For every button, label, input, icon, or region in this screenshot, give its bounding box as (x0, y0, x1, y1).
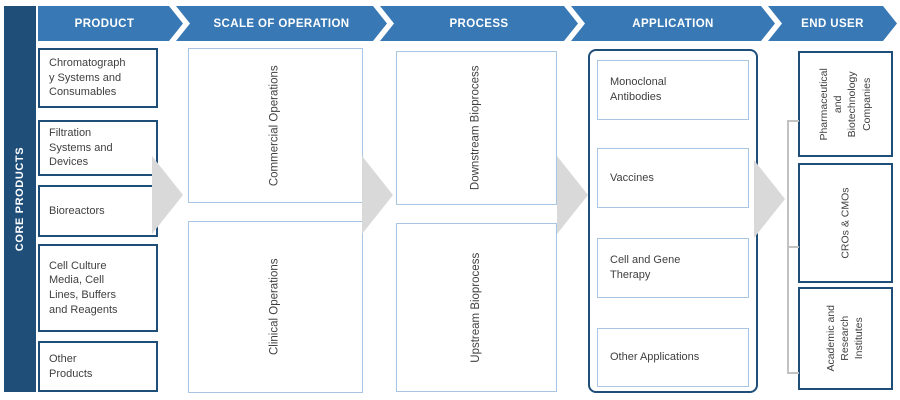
scale-box-clinical-operations: Clinical Operations (188, 221, 363, 393)
application-box-other-applications-label: Other Applications (610, 351, 700, 364)
end-user-box-pharma-biotech-label: Pharmaceutical and Biotechnology Compani… (818, 67, 873, 141)
end-user-bracket-stub-bottom (789, 372, 799, 374)
product-box-cell-culture-media-label: Cell Culture Media, Cell Lines, Buffers … (49, 259, 118, 316)
end-user-bracket-stub-top (789, 120, 799, 122)
application-box-monoclonal-antibodies: Monoclonal Antibodies (597, 60, 749, 120)
flow-arrow-scale-to-process-icon (362, 156, 393, 234)
header-process: PROCESS (380, 6, 578, 41)
product-box-filtration-systems: Filtration Systems and Devices (38, 120, 158, 176)
end-user-box-cros-cmos-label: CROs & CMOs (839, 187, 852, 259)
process-box-upstream-bioprocess-label: Upstream Bioprocess (469, 252, 482, 363)
application-box-vaccines-label: Vaccines (610, 171, 654, 184)
application-box-other-applications: Other Applications (597, 328, 749, 387)
application-box-vaccines: Vaccines (597, 148, 749, 208)
application-box-monoclonal-antibodies-label: Monoclonal Antibodies (610, 76, 667, 103)
header-scale-of-operation-label: SCALE OF OPERATION (213, 17, 350, 30)
process-box-downstream-bioprocess-label: Downstream Bioprocess (469, 65, 482, 191)
product-box-filtration-systems-label: Filtration Systems and Devices (49, 127, 113, 169)
core-products-label: CORE PRODUCTS (14, 146, 26, 252)
product-box-chromatography-systems: Chromatograph y Systems and Consumables (38, 48, 158, 108)
process-box-upstream-bioprocess: Upstream Bioprocess (396, 223, 557, 392)
end-user-bracket (787, 120, 799, 374)
header-application-label: APPLICATION (632, 17, 714, 30)
product-box-cell-culture-media: Cell Culture Media, Cell Lines, Buffers … (38, 244, 158, 332)
core-products-bar: CORE PRODUCTS (4, 6, 36, 392)
flow-arrow-application-to-end-user-icon (754, 160, 785, 238)
scale-box-commercial-operations-label: Commercial Operations (268, 65, 281, 186)
header-end-user-label: END USER (801, 17, 864, 30)
process-box-downstream-bioprocess: Downstream Bioprocess (396, 51, 557, 205)
end-user-box-academic-research-label: Academic and Research Institutes (825, 305, 866, 372)
application-box-cell-and-gene-therapy: Cell and Gene Therapy (597, 238, 749, 298)
flow-arrow-process-to-application-icon (557, 156, 588, 234)
end-user-box-pharma-biotech: Pharmaceutical and Biotechnology Compani… (798, 51, 893, 157)
end-user-bracket-stub-middle (789, 246, 799, 248)
header-process-label: PROCESS (449, 17, 509, 30)
header-application: APPLICATION (571, 6, 775, 41)
end-user-box-cros-cmos: CROs & CMOs (798, 163, 893, 283)
header-scale-of-operation: SCALE OF OPERATION (176, 6, 387, 41)
end-user-box-academic-research: Academic and Research Institutes (798, 287, 893, 390)
flow-arrow-product-to-scale-icon (152, 156, 183, 234)
product-box-bioreactors: Bioreactors (38, 185, 158, 237)
product-box-other-products: Other Products (38, 341, 158, 392)
product-box-bioreactors-label: Bioreactors (49, 204, 105, 217)
header-product: PRODUCT (38, 6, 183, 41)
scale-box-clinical-operations-label: Clinical Operations (268, 258, 281, 356)
product-box-chromatography-systems-label: Chromatograph y Systems and Consumables (49, 57, 126, 99)
application-box-cell-and-gene-therapy-label: Cell and Gene Therapy (610, 254, 681, 281)
scale-box-commercial-operations: Commercial Operations (188, 48, 363, 203)
header-end-user: END USER (768, 6, 897, 41)
product-box-other-products-label: Other Products (49, 352, 93, 380)
header-product-label: PRODUCT (74, 17, 135, 30)
